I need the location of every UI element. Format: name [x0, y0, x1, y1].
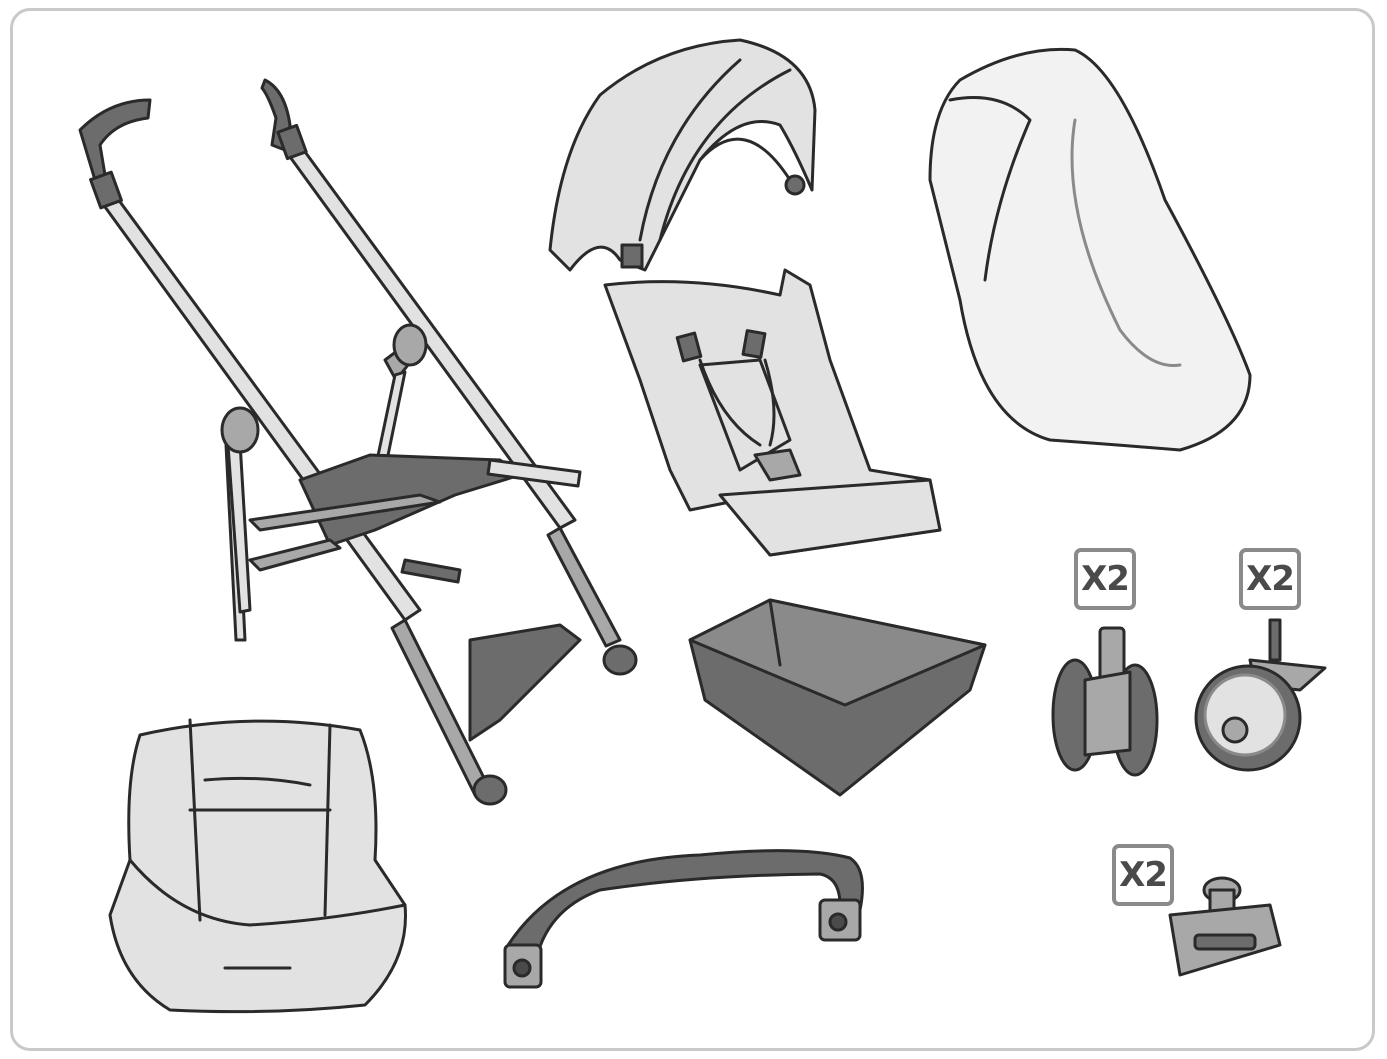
car-seat-adapter	[1168, 876, 1282, 977]
stroller-frame	[78, 78, 638, 806]
rear-wheels-quantity-badge: X2	[1239, 548, 1301, 610]
shopping-basket	[688, 598, 987, 797]
canopy	[548, 38, 817, 272]
seat-unit	[603, 268, 942, 557]
rain-cover	[928, 47, 1252, 452]
front-wheels-quantity-badge: X2	[1074, 548, 1136, 610]
rear-wheel	[1194, 618, 1327, 772]
adapters-quantity-badge: X2	[1112, 844, 1174, 906]
seat-liner	[108, 718, 407, 1014]
front-swivel-wheel	[1051, 626, 1159, 777]
bumper-bar	[503, 849, 864, 989]
